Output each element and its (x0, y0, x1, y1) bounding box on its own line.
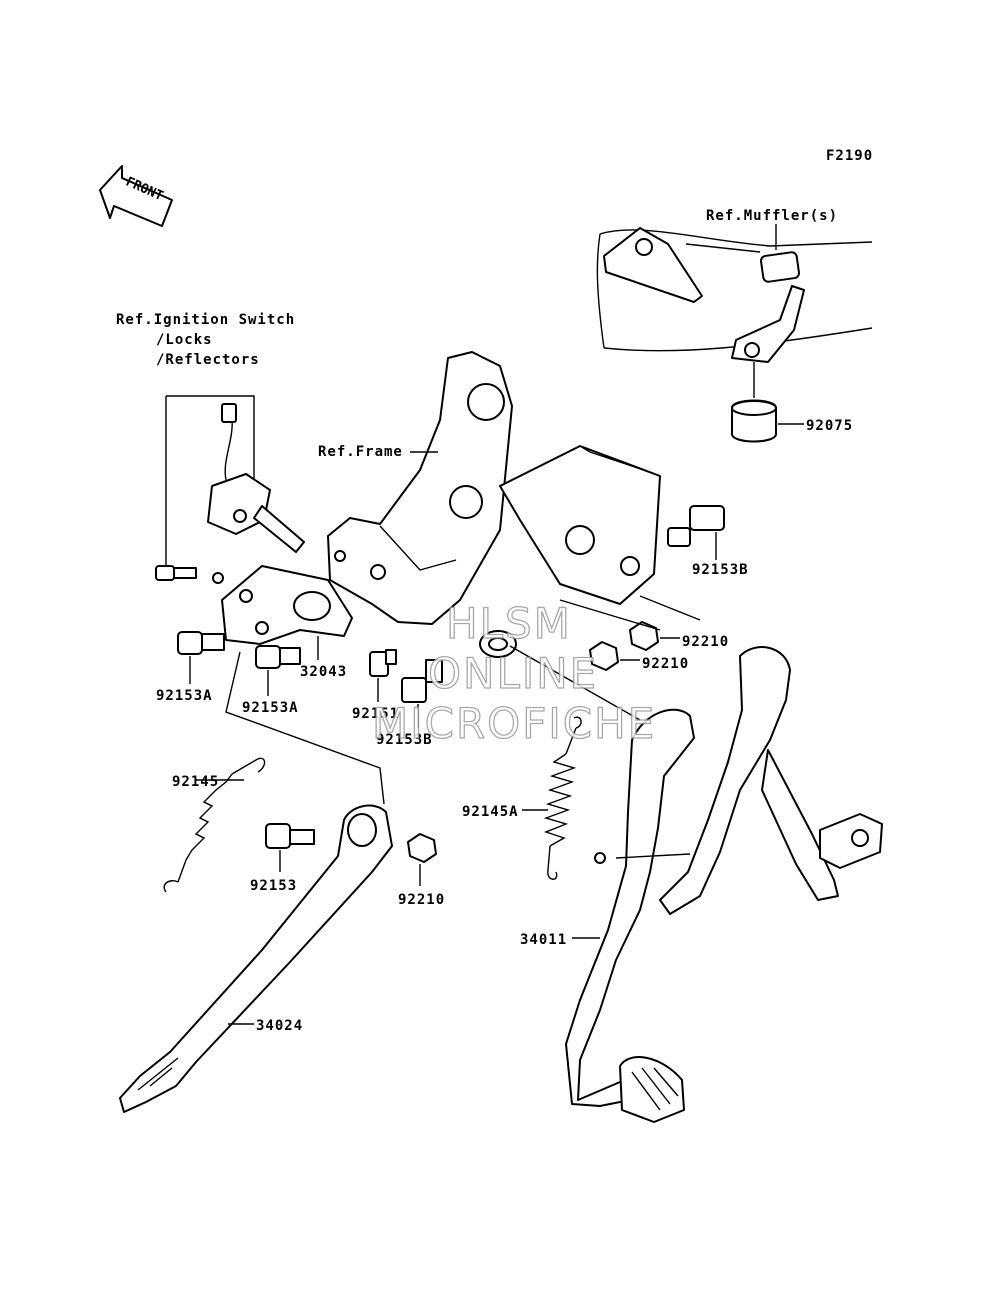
watermark-line2: ONLINE (428, 649, 598, 698)
watermark-line3: MICROFICHE (372, 699, 656, 748)
part-92153B-bolt-top (667, 505, 725, 547)
ref-frame-label: Ref.Frame (318, 444, 403, 460)
label-34011: 34011 (520, 932, 567, 948)
label-92153B-top: 92153B (692, 562, 749, 578)
label-92210-a: 92210 (682, 634, 729, 650)
part-92153-bolt (265, 823, 315, 849)
part-92153A-bolt-a (177, 631, 225, 655)
label-92075: 92075 (806, 418, 853, 434)
label-92210-c: 92210 (398, 892, 445, 908)
part-92145A-spring (543, 716, 582, 880)
front-arrow-icon: FRONT (99, 165, 173, 227)
ref-muffler-label: Ref.Muffler(s) (706, 208, 838, 224)
part-92075-bushing (731, 399, 777, 443)
part-92210-nut-b (589, 641, 619, 671)
muffler-reference-illustration (596, 227, 873, 398)
label-92145A: 92145A (462, 804, 519, 820)
ref-ignition-line1: Ref.Ignition Switch (116, 312, 295, 328)
part-92153A-bolt-b (255, 645, 301, 669)
part-32043-bracket (221, 565, 353, 645)
label-92210-b: 92210 (642, 656, 689, 672)
ref-ignition-line2: /Locks (156, 332, 213, 348)
label-92153B-bottom: 92153B (376, 732, 433, 748)
label-92151: 92151 (352, 706, 399, 722)
label-92145: 92145 (172, 774, 219, 790)
frame-illustration (327, 351, 661, 625)
part-34024-side-stand (119, 804, 393, 1113)
label-92153: 92153 (250, 878, 297, 894)
watermark: HLSM ONLINE MICROFICHE (371, 598, 656, 748)
part-92145-spring (163, 757, 266, 893)
bolt-small-left (155, 565, 224, 584)
label-92153A-b: 92153A (242, 700, 299, 716)
part-92210-nut-a (629, 621, 659, 651)
ref-ignition-line3: /Reflectors (156, 352, 260, 368)
label-92153A-a: 92153A (156, 688, 213, 704)
diagram-code: F2190 (826, 148, 873, 164)
part-34011-center-stand (565, 646, 883, 1123)
watermark-line1: HLSM (446, 599, 572, 648)
collar-center (479, 630, 517, 658)
ignition-switch-bracket (207, 403, 305, 553)
part-92153B-bolt-bottom (401, 659, 443, 703)
label-34024: 34024 (256, 1018, 303, 1034)
part-92151-bolt (369, 649, 397, 677)
label-32043: 32043 (300, 664, 347, 680)
part-92210-nut-c (407, 833, 437, 863)
